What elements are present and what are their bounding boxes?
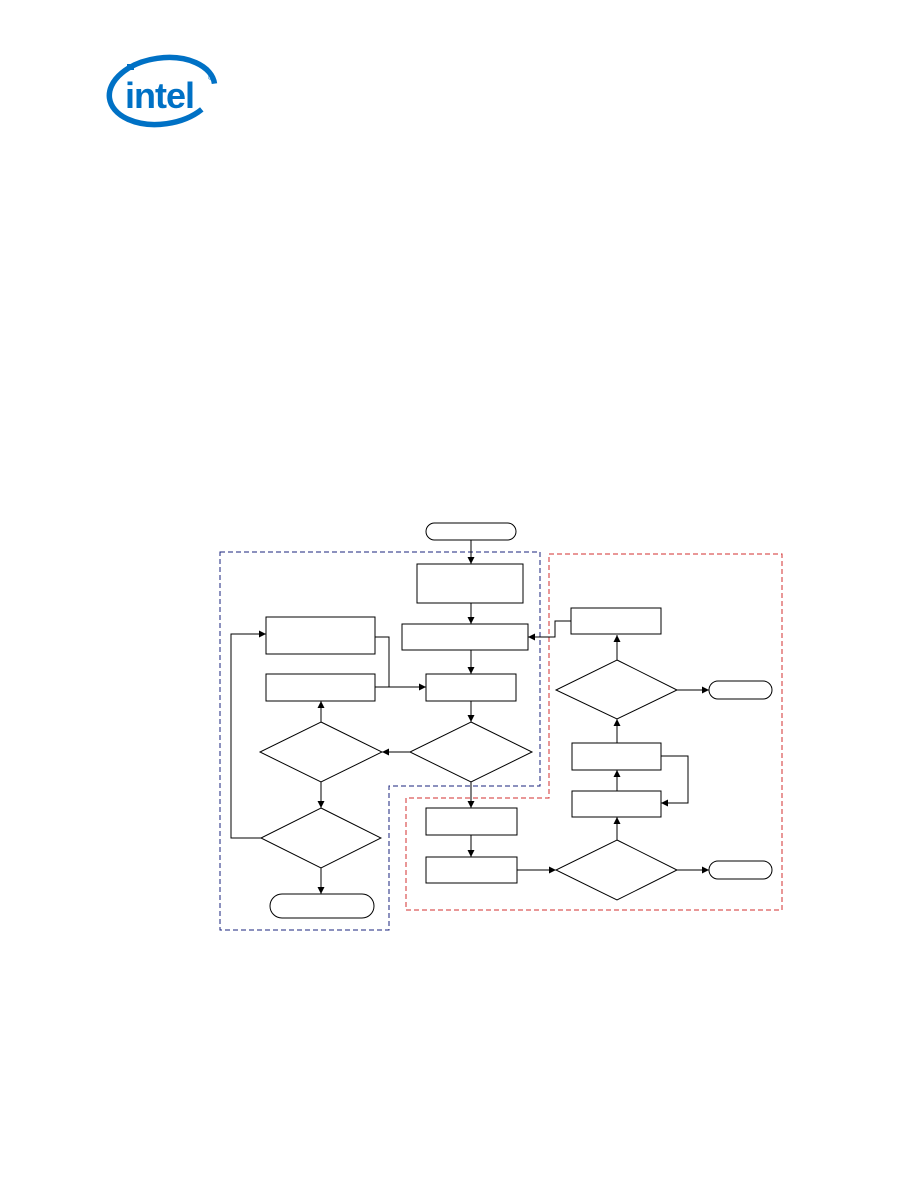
decision-right-upper [554,659,679,720]
flowchart-end-right-lower [708,860,773,880]
flowchart-start [425,522,517,541]
flowchart-end-left [269,893,375,919]
process-box-right-upper [571,742,662,771]
decision-right-lower [554,839,679,901]
process-box-left-lower [265,673,376,702]
process-box-merge [425,673,517,702]
decision-center [408,721,534,783]
decision-left-lower [259,807,383,869]
intel-logo: intel ® [106,54,218,128]
process-box-main [401,623,529,651]
decision-left [258,721,384,783]
flowchart-end-right-upper [708,680,773,700]
process-box-right-top [570,607,662,635]
intel-logo-text: intel [125,75,194,116]
svg-text:®: ® [208,73,214,82]
process-box-top [416,563,524,604]
right-region-border [405,553,783,911]
process-box-down-2 [425,856,518,884]
left-region-border [219,551,541,931]
process-box-down-1 [425,807,518,836]
process-box-left-upper [265,616,376,655]
process-box-right-lower [571,790,662,818]
edges [230,540,709,894]
